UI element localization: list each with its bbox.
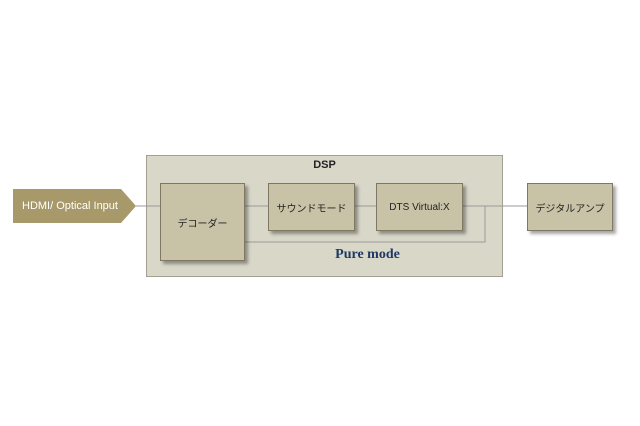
digital-amp-block: デジタルアンプ bbox=[527, 183, 613, 231]
decoder-block: デコーダー bbox=[160, 183, 245, 261]
digital-amp-label: デジタルアンプ bbox=[535, 203, 605, 215]
input-label: HDMI/ Optical Input bbox=[22, 200, 118, 212]
dts-virtual-x-block: DTS Virtual:X bbox=[376, 183, 463, 231]
input-arrow-shape bbox=[13, 189, 136, 223]
dts-virtual-x-label: DTS Virtual:X bbox=[389, 201, 450, 213]
wire-pure-mode-bypass bbox=[245, 206, 486, 243]
pure-mode-label: Pure mode bbox=[335, 247, 400, 262]
sound-mode-label: サウンドモード bbox=[276, 203, 347, 215]
decoder-label: デコーダー bbox=[177, 218, 228, 230]
dsp-title: DSP bbox=[313, 159, 336, 171]
sound-mode-block: サウンドモード bbox=[268, 183, 355, 231]
